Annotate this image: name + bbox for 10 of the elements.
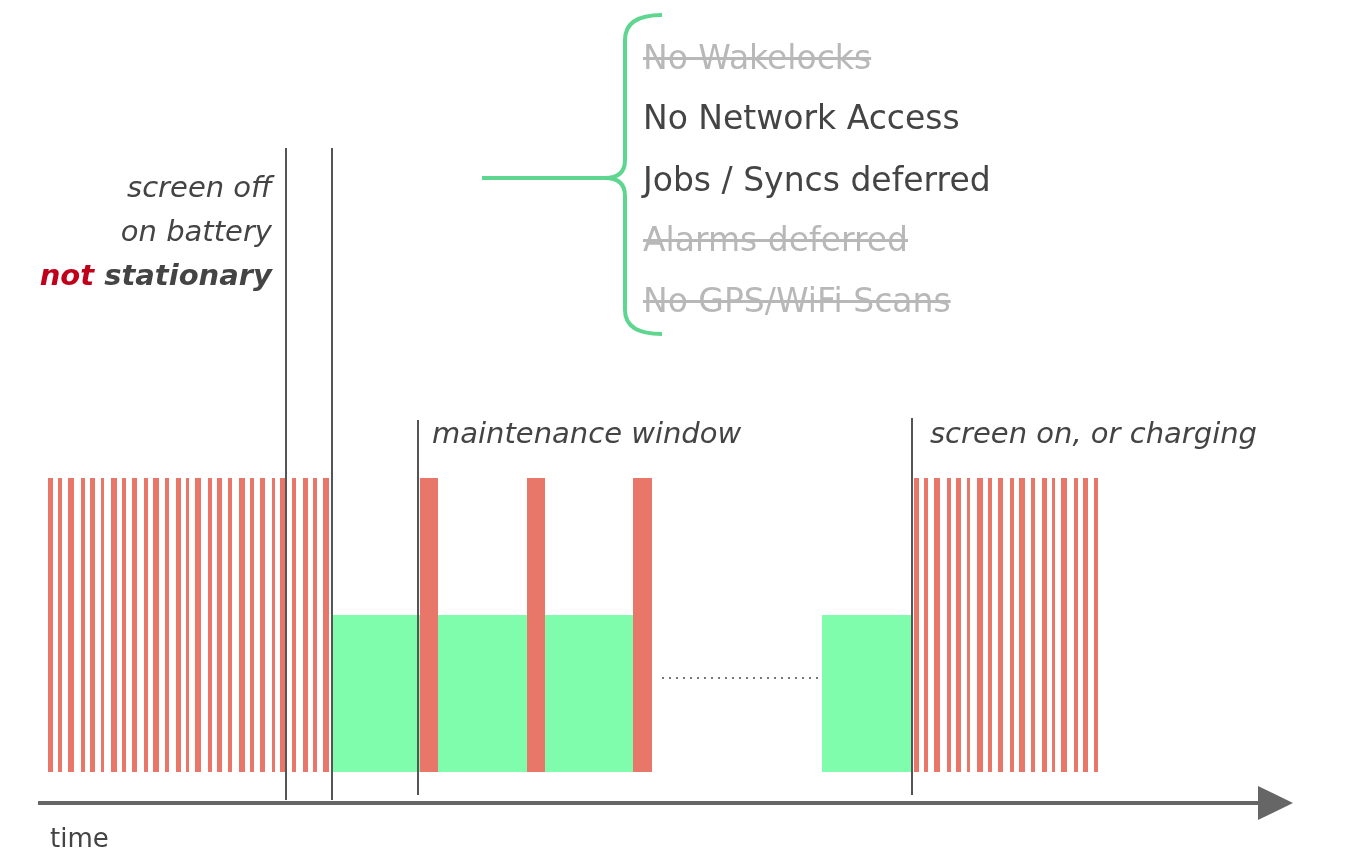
restriction-text: Jobs / Syncs deferred [643, 163, 991, 196]
event-label: screen on, or charging [930, 419, 1257, 448]
condition-text: on battery [120, 217, 272, 246]
condition-text: not stationary [39, 261, 272, 290]
struck-restriction-text: No GPS/WiFi Scans [643, 284, 951, 317]
axis-label: time [50, 825, 109, 851]
struck-restriction-text: Alarms deferred [643, 223, 909, 256]
struck-restriction-text: No Wakelocks [643, 41, 872, 74]
event-label: maintenance window [432, 419, 742, 448]
restriction-text: No Network Access [643, 101, 960, 134]
